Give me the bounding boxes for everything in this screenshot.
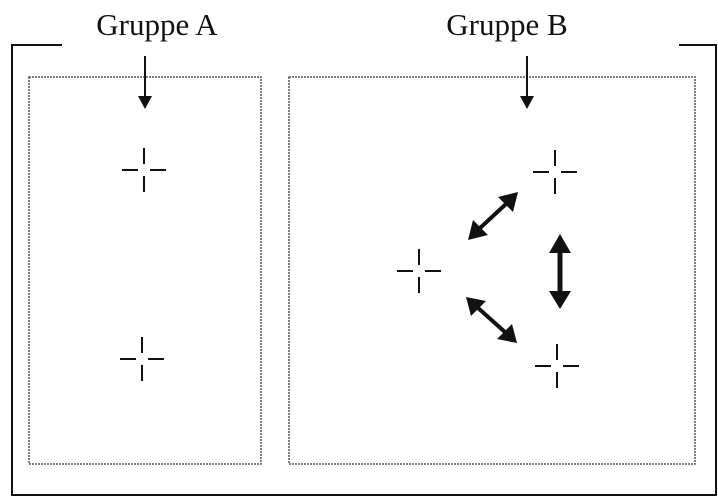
crosshair-icon — [122, 148, 166, 192]
double-headed-arrow-icon — [549, 234, 571, 309]
double-headed-arrow-icon — [468, 192, 518, 240]
group-b-panel — [288, 76, 696, 465]
arrow-down-icon — [520, 56, 534, 109]
crosshair-icon — [533, 150, 577, 194]
group-a-title: Gruppe A — [96, 7, 218, 42]
outer-frame — [11, 44, 717, 496]
group-a-panel — [28, 76, 262, 465]
double-headed-arrow-icon — [466, 297, 517, 343]
arrow-down-icon — [138, 56, 152, 109]
crosshair-icon — [120, 337, 164, 381]
group-b-title: Gruppe B — [446, 7, 567, 42]
crosshair-icon — [535, 344, 579, 388]
crosshair-icon — [397, 249, 441, 293]
